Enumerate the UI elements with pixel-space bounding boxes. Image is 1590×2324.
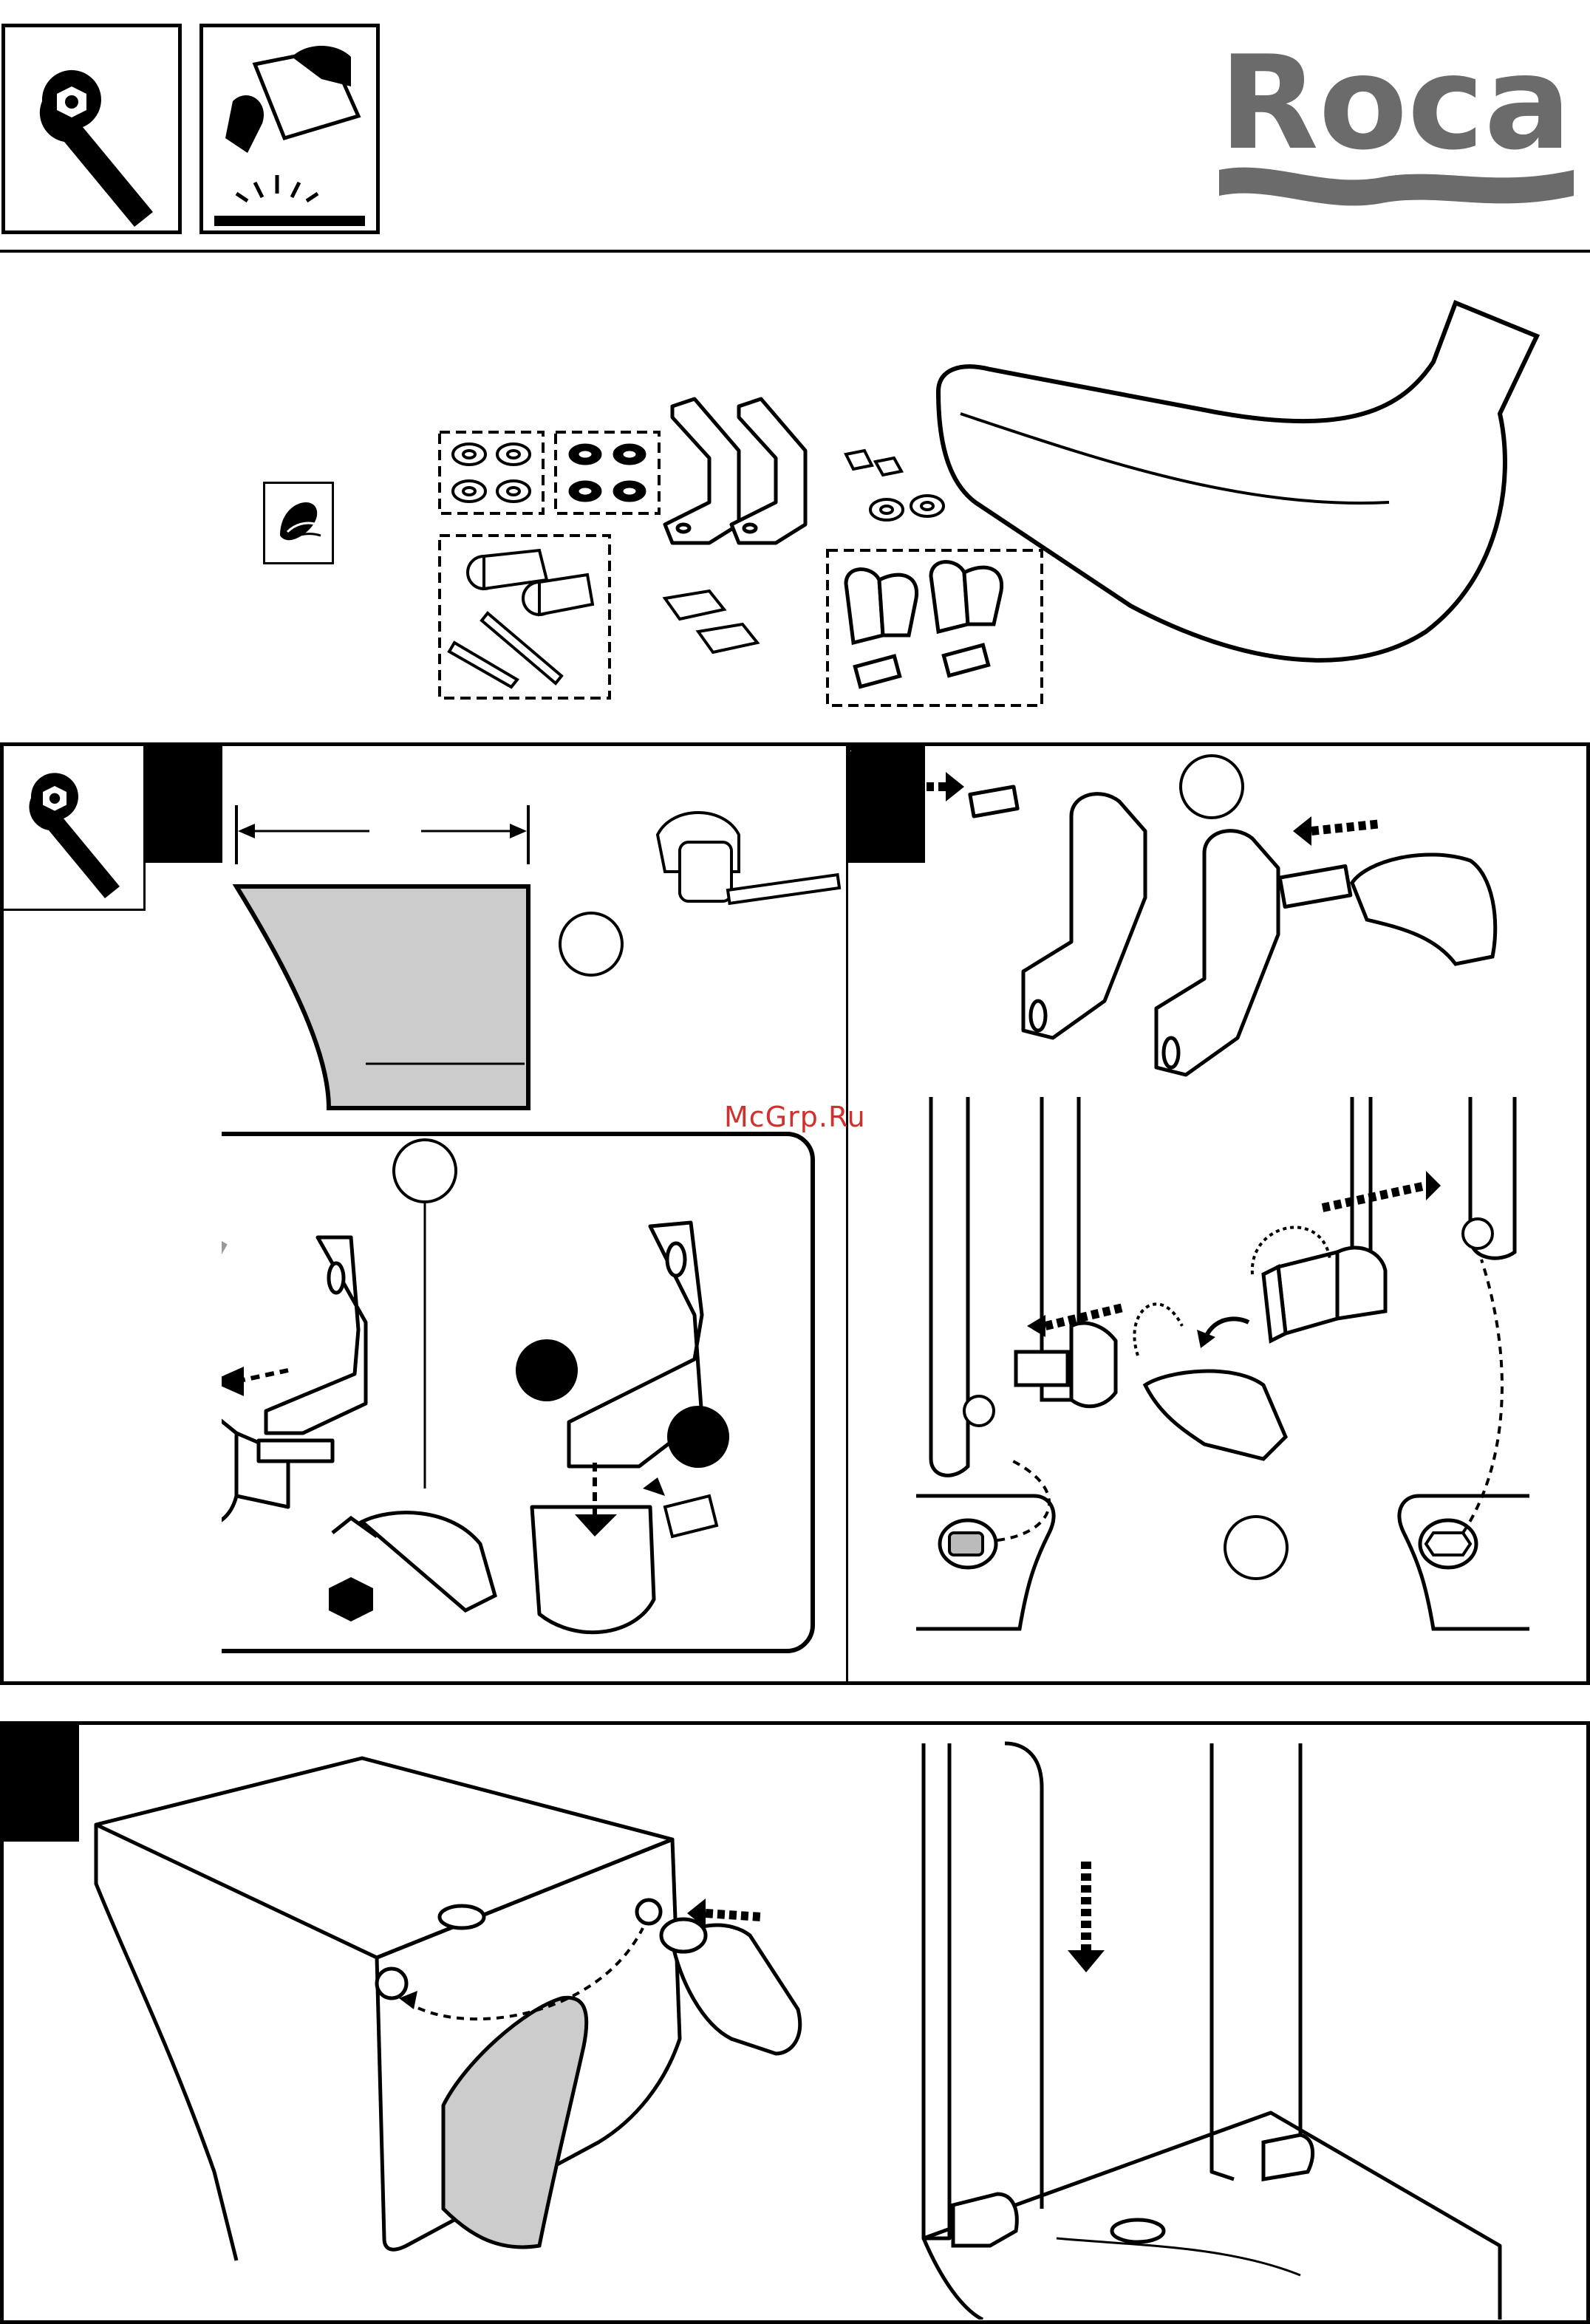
brand-name: Roca [1219, 30, 1572, 179]
step-1-tool-box [1, 745, 146, 911]
tape-measure-icon [658, 813, 839, 903]
step-2-drawing [850, 750, 1581, 1673]
step-3-number-block [2, 1723, 79, 1842]
cleaning-box [199, 24, 380, 234]
allen-key-icon [329, 1513, 495, 1621]
step-1-drawing [222, 798, 842, 1669]
bowl-profile [236, 886, 528, 1108]
watermark: McGrp.Ru [724, 1101, 866, 1133]
step-1-number-block [146, 745, 222, 863]
parts-kit [429, 288, 1581, 731]
seat-outline [938, 303, 1537, 660]
wrench-icon [1, 745, 142, 907]
wrench-tool-box [1, 24, 182, 234]
seat-cover-icon [263, 482, 334, 564]
header-divider [0, 250, 1590, 253]
step-3-drawing [81, 1729, 1581, 2320]
wrench-icon [5, 27, 178, 230]
roca-logo: Roca [1212, 30, 1581, 207]
cleaning-cloth-icon [203, 27, 376, 230]
